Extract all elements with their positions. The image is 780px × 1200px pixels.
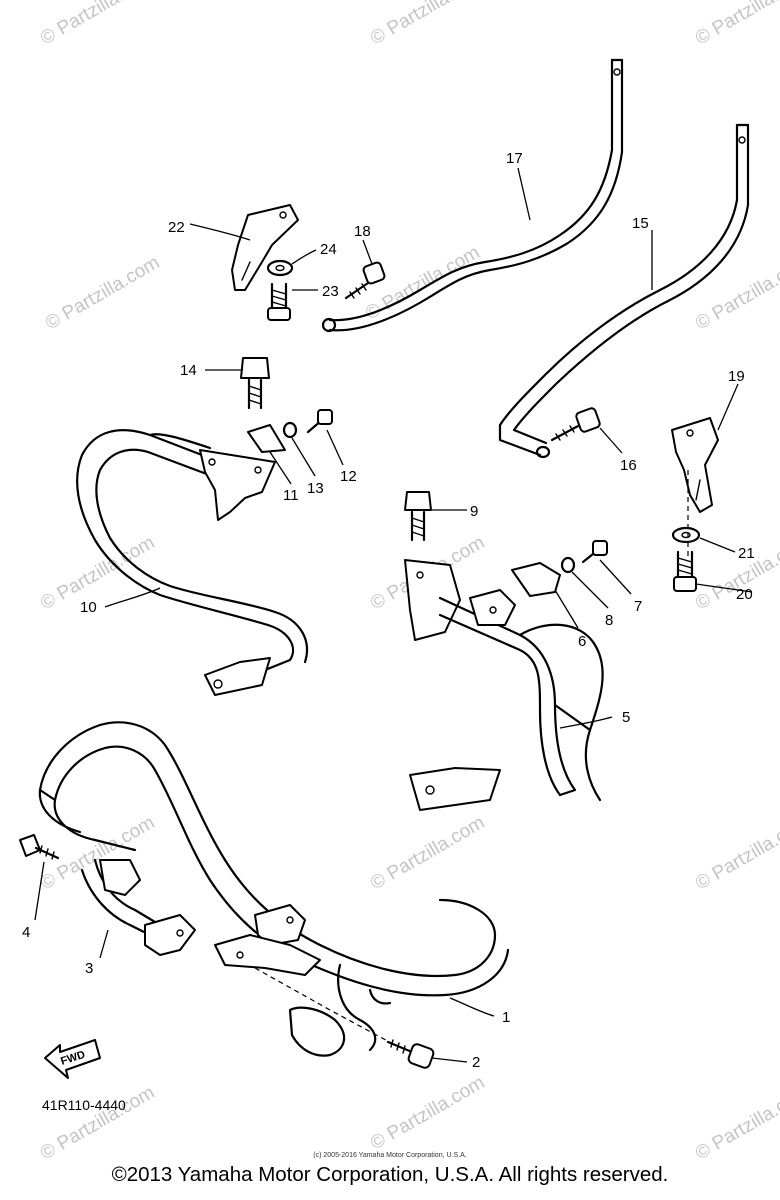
callout-18: 18 xyxy=(354,223,371,240)
callout-6: 6 xyxy=(578,633,586,650)
callout-1: 1 xyxy=(502,1009,510,1026)
callout-21: 21 xyxy=(738,545,755,562)
part-14-bolt xyxy=(240,357,270,410)
callout-2: 2 xyxy=(472,1054,480,1071)
callout-10: 10 xyxy=(80,599,97,616)
callout-14: 14 xyxy=(180,362,197,379)
part-22-bracket xyxy=(231,204,299,291)
watermark: © Partzilla.com xyxy=(692,0,780,49)
part-7-bolt xyxy=(581,540,608,564)
part-8-washer xyxy=(560,556,576,574)
watermark: © Partzilla.com xyxy=(692,812,780,894)
callout-3: 3 xyxy=(85,960,93,977)
part-9-bolt xyxy=(404,491,432,542)
part-23-bolt xyxy=(267,282,291,321)
callout-8: 8 xyxy=(605,612,613,629)
callout-4: 4 xyxy=(22,924,30,941)
part-4-bolt xyxy=(19,834,60,860)
callout-11: 11 xyxy=(283,487,299,504)
part-5-guard xyxy=(404,559,604,811)
part-17-stay xyxy=(321,58,624,333)
callout-5: 5 xyxy=(622,709,630,726)
part-2-bolt xyxy=(386,1039,435,1069)
callout-23: 23 xyxy=(322,283,339,300)
part-12-bolt xyxy=(306,409,333,434)
watermark: © Partzilla.com xyxy=(37,0,158,49)
part-10-guard xyxy=(76,429,309,696)
callouts: 1 2 3 4 5 6 7 8 9 10 11 12 13 14 15 16 1… xyxy=(22,150,755,1071)
copyright-notice: ©2013 Yamaha Motor Corporation, U.S.A. A… xyxy=(111,1163,669,1186)
part-24-washer xyxy=(266,259,294,277)
callout-13: 13 xyxy=(307,480,324,497)
fwd-arrow-icon: FWD xyxy=(44,1039,101,1079)
watermark: © Partzilla.com xyxy=(367,812,488,894)
callout-24: 24 xyxy=(320,241,337,258)
callout-7: 7 xyxy=(634,598,642,615)
callout-19: 19 xyxy=(728,368,745,385)
diagram-code: 41R110-4440 xyxy=(42,1097,126,1113)
callout-16: 16 xyxy=(620,457,637,474)
callout-15: 15 xyxy=(632,215,649,232)
callout-17: 17 xyxy=(506,150,523,167)
leader-lines xyxy=(34,167,753,1063)
callout-12: 12 xyxy=(340,468,357,485)
part-6-clamp xyxy=(511,562,561,597)
part-13-washer xyxy=(282,421,298,439)
part-1-guard xyxy=(38,721,510,1057)
watermark: © Partzilla.com xyxy=(367,1072,488,1154)
part-11-clamp xyxy=(247,424,286,453)
part-21-washer xyxy=(671,526,701,544)
watermark: © Partzilla.com xyxy=(37,812,158,894)
callout-20: 20 xyxy=(736,586,753,603)
callout-22: 22 xyxy=(168,219,185,236)
callout-9: 9 xyxy=(470,503,478,520)
watermark: © Partzilla.com xyxy=(362,242,483,324)
part-20-bolt xyxy=(673,550,697,592)
part-19-bracket xyxy=(671,417,719,513)
alignment-line xyxy=(254,967,396,1046)
watermark: © Partzilla.com xyxy=(367,0,488,49)
part-15-stay xyxy=(498,123,750,459)
part-18-bolt xyxy=(344,261,386,300)
part-16-bolt xyxy=(550,407,601,442)
part-3-bracket xyxy=(80,858,196,956)
watermark: © Partzilla.com xyxy=(692,252,780,334)
small-copyright: (c) 2005-2016 Yamaha Motor Corporation, … xyxy=(313,1152,467,1159)
watermark: © Partzilla.com xyxy=(42,252,163,334)
